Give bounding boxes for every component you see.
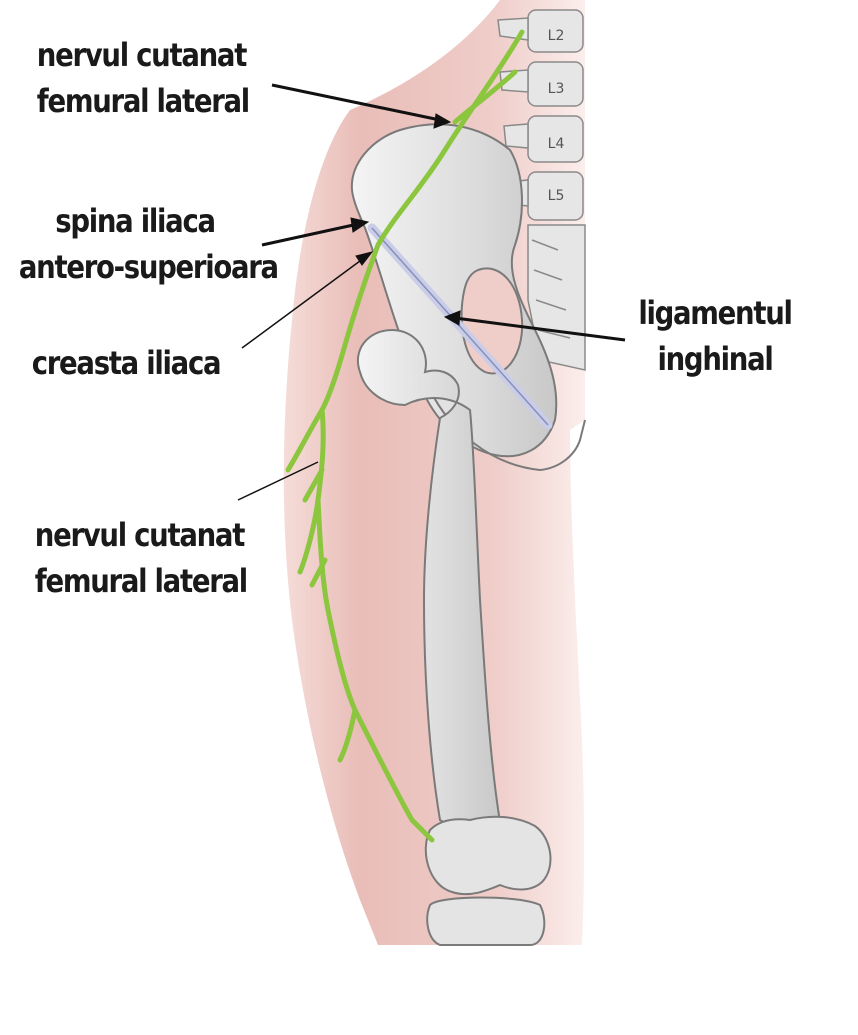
tibia-bone [426,896,546,946]
pointer-lines [237,83,626,501]
vertebra-l2-label: L2 [548,28,565,44]
label-nerve-bottom-line2: femural lateral [34,562,248,600]
label-asis-line1: spina iliaca [55,202,216,240]
femur-bone [357,328,502,829]
label-nerve-top: nervul cutanat femural lateral [36,32,250,124]
lateral-femoral-cutaneous-nerve [285,29,525,843]
vertebra-l4-label: L4 [548,136,565,152]
label-asis-line2: antero-superioara [18,248,279,286]
label-ligament-line2: inghinal [657,340,773,378]
label-ligament: ligamentul inghinal [633,290,796,382]
pointer-nerve-top [271,83,441,122]
label-ligament-line1: ligamentul [638,294,793,332]
vertebra-l5-label: L5 [548,188,565,204]
label-nerve-top-line2: femural lateral [36,82,250,120]
label-nerve-top-line1: nervul cutanat [36,36,248,74]
pointer-ligament [454,316,626,342]
pointer-nerve-bottom [237,461,319,501]
label-asis: spina iliaca antero-superioara [18,198,279,290]
pointer-asis [261,222,359,247]
label-crest-text: creasta iliaca [31,344,222,382]
vertebra-l3-label: L3 [548,81,565,97]
label-crest: creasta iliaca [26,340,226,386]
label-nerve-bottom: nervul cutanat femural lateral [34,512,248,604]
femoral-condyles [424,815,552,896]
inguinal-ligament-edge [371,227,549,426]
label-nerve-bottom-line1: nervul cutanat [34,516,246,554]
pointer-crest [241,257,365,349]
